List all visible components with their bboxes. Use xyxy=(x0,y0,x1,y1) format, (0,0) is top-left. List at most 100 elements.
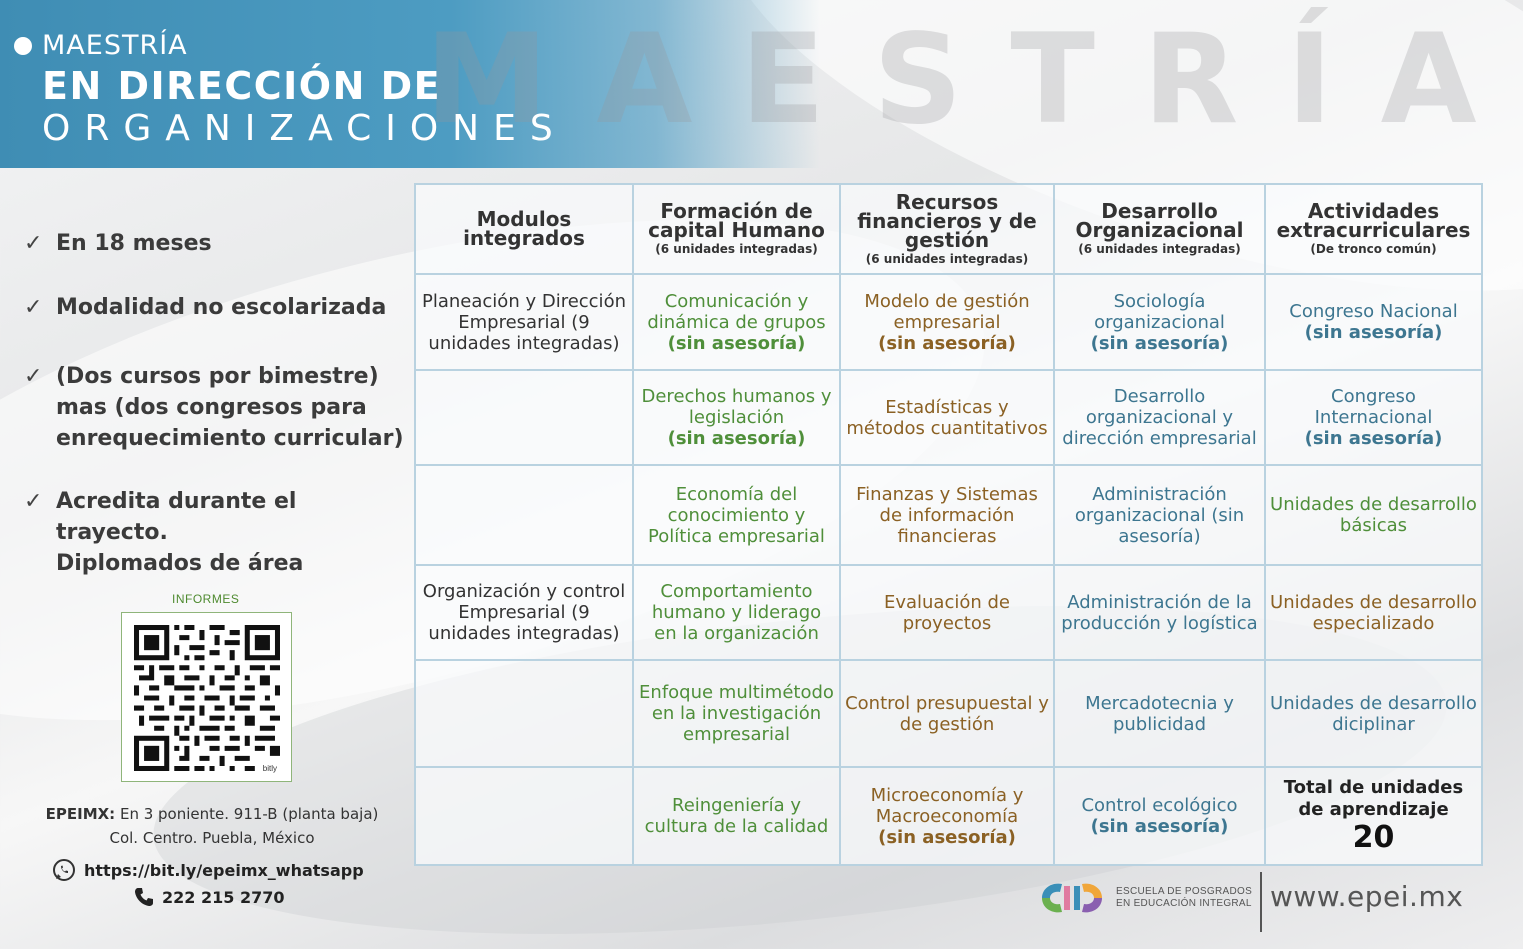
check-icon: ✓ xyxy=(24,295,43,320)
header-cell: Desarrollo Organizacional(6 unidades int… xyxy=(1053,183,1266,275)
table-cell xyxy=(414,659,634,768)
table-cell xyxy=(414,766,634,866)
cell-note: (sin asesoría) xyxy=(1090,816,1229,837)
header-cell: Formación de capital Humano(6 unidades i… xyxy=(632,183,841,275)
header-subtitle: (6 unidades integradas) xyxy=(865,251,1029,266)
cell-text: Administración organizacional (sin aseso… xyxy=(1074,483,1245,547)
informes-label: INFORMES xyxy=(172,592,240,606)
table-cell: Control ecológico(sin asesoría) xyxy=(1053,766,1266,866)
table-row: Planeación y Dirección Empresarial (9 un… xyxy=(414,273,1483,371)
header-cell: Actividades extracurriculares(De tronco … xyxy=(1264,183,1483,275)
header-title: Desarrollo Organizacional xyxy=(1075,199,1244,242)
title-banner xyxy=(0,0,820,168)
divider xyxy=(1260,872,1262,932)
cell-text: Enfoque multimétodo en la investigación … xyxy=(639,682,834,745)
table-cell: Derechos humanos y legislación(sin aseso… xyxy=(632,369,841,466)
cell-text: Economía del conocimiento y Política emp… xyxy=(648,483,825,547)
table-cell: Unidades de desarrollo diciplinar xyxy=(1264,659,1483,768)
check-icon: ✓ xyxy=(24,489,43,514)
cell-text: Derechos humanos y legislación xyxy=(641,386,832,428)
table-cell: Unidades de desarrollo especializado xyxy=(1264,564,1483,661)
table-cell: Comunicación y dinámica de grupos(sin as… xyxy=(632,273,841,371)
table-row: Derechos humanos y legislación(sin aseso… xyxy=(414,369,1483,466)
cell-note: (sin asesoría) xyxy=(667,332,806,354)
feature-item: ✓ Acredita durante el trayecto. Diplomad… xyxy=(24,486,414,579)
feature-item: ✓ En 18 meses xyxy=(24,228,414,259)
cell-text: Planeación y Dirección Empresarial (9 un… xyxy=(422,290,626,354)
cell-text: Control ecológico xyxy=(1081,795,1238,816)
cell-text: Desarrollo organizacional y dirección em… xyxy=(1062,386,1257,449)
table-cell: Desarrollo organizacional y dirección em… xyxy=(1053,369,1266,466)
table-cell: Comportamiento humano y liderago en la o… xyxy=(632,564,841,661)
feature-text: Acredita durante el trayecto. xyxy=(56,489,297,545)
whatsapp-link[interactable]: https://bit.ly/epeimx_whatsapp xyxy=(84,860,364,880)
cell-text: Reingeniería y cultura de la calidad xyxy=(644,795,829,837)
table-cell: Enfoque multimétodo en la investigación … xyxy=(632,659,841,768)
header-title: Recursos financieros y de gestión xyxy=(857,189,1037,252)
school-logo[interactable]: ESCUELA DE POSGRADOS EN EDUCACIÓN INTEGR… xyxy=(1036,878,1252,918)
feature-text: mas (dos congresos para xyxy=(56,395,367,420)
cell-text: Mercadotecnia y publicidad xyxy=(1085,692,1234,735)
cell-note: (sin asesoría) xyxy=(1304,322,1443,343)
qr-code-icon xyxy=(134,625,280,771)
cell-text: Evaluación de proyectos xyxy=(883,591,1011,634)
table-cell: Administración de la producción y logíst… xyxy=(1053,564,1266,661)
watermark-text: MAESTRÍAS xyxy=(425,8,1523,152)
table-header-row: Modulos integrados Formación de capital … xyxy=(414,183,1483,275)
header-cell: Recursos financieros y de gestión(6 unid… xyxy=(839,183,1055,275)
school-name-line1: ESCUELA DE POSGRADOS xyxy=(1116,886,1253,897)
header-cell: Modulos integrados xyxy=(414,183,634,275)
table-cell: Evaluación de proyectos xyxy=(839,564,1055,661)
feature-item: ✓ Modalidad no escolarizada xyxy=(24,292,414,323)
cell-text: Microeconomía y Macroeconomía xyxy=(870,784,1024,827)
table-cell: Control presupuestal y de gestión xyxy=(839,659,1055,768)
feature-item: ✓ (Dos cursos por bimestre) mas (dos con… xyxy=(24,361,414,454)
cell-note: (sin asesoría) xyxy=(667,428,806,449)
school-name-line2: EN EDUCACIÓN INTEGRAL xyxy=(1116,898,1252,909)
total-label: Total de unidades de aprendizaje xyxy=(1283,777,1464,820)
table-cell xyxy=(414,369,634,466)
title-small: MAESTRÍA xyxy=(14,30,188,61)
table-cell: Finanzas y Sistemas de información finan… xyxy=(839,464,1055,566)
phone-contact[interactable]: 222 215 2770 xyxy=(134,887,284,907)
header-title: Actividades extracurriculares xyxy=(1276,199,1471,242)
feature-text: enrequecimiento curricular) xyxy=(56,426,404,451)
table-cell: Mercadotecnia y publicidad xyxy=(1053,659,1266,768)
table-cell: Estadísticas y métodos cuantitativos xyxy=(839,369,1055,466)
table-cell: Congreso Internacional(sin asesoría) xyxy=(1264,369,1483,466)
address-line: EPEIMX: En 3 poniente. 911-B (planta baj… xyxy=(32,802,392,826)
cell-text: Finanzas y Sistemas de información finan… xyxy=(856,483,1038,547)
phone-icon xyxy=(135,888,153,906)
address-line2: Col. Centro. Puebla, México xyxy=(109,829,315,847)
table-row: Enfoque multimétodo en la investigación … xyxy=(414,659,1483,768)
bullet-dot-icon xyxy=(14,36,32,55)
header-title: Formación de capital Humano xyxy=(648,199,825,242)
cell-note: (sin asesoría) xyxy=(878,332,1016,354)
website-link[interactable]: www.epei.mx xyxy=(1270,880,1464,913)
cell-text: Organización y control Empresarial (9 un… xyxy=(422,581,626,644)
qr-code[interactable]: bitly xyxy=(121,612,292,782)
title-main: EN DIRECCIÓN DE xyxy=(42,64,442,108)
table-cell: Administración organizacional (sin aseso… xyxy=(1053,464,1266,566)
whatsapp-contact[interactable]: https://bit.ly/epeimx_whatsapp xyxy=(52,858,364,882)
whatsapp-icon xyxy=(53,859,75,881)
bitly-label: bitly xyxy=(262,764,277,773)
phone-number[interactable]: 222 215 2770 xyxy=(162,887,285,907)
feature-list: ✓ En 18 meses ✓ Modalidad no escolarizad… xyxy=(24,228,414,579)
table-cell: Reingeniería y cultura de la calidad xyxy=(632,766,841,866)
feature-text: Diplomados de área xyxy=(56,551,304,576)
table-cell: Organización y control Empresarial (9 un… xyxy=(414,564,634,661)
table-cell: Economía del conocimiento y Política emp… xyxy=(632,464,841,566)
header-subtitle: (6 unidades integradas) xyxy=(1078,242,1241,256)
cell-text: Unidades de desarrollo especializado xyxy=(1270,591,1477,634)
cell-text: Estadísticas y métodos cuantitativos xyxy=(846,396,1048,439)
school-name: ESCUELA DE POSGRADOS EN EDUCACIÓN INTEGR… xyxy=(1116,886,1252,910)
cell-text: Comunicación y dinámica de grupos xyxy=(647,290,826,333)
cell-text: Congreso Internacional xyxy=(1314,386,1433,428)
header-title: Modulos integrados xyxy=(463,207,585,250)
address-block: EPEIMX: En 3 poniente. 911-B (planta baj… xyxy=(32,802,392,850)
curriculum-table: Modulos integrados Formación de capital … xyxy=(414,183,1483,866)
table-cell: Congreso Nacional(sin asesoría) xyxy=(1264,273,1483,371)
header-subtitle: (De tronco común) xyxy=(1310,242,1437,256)
